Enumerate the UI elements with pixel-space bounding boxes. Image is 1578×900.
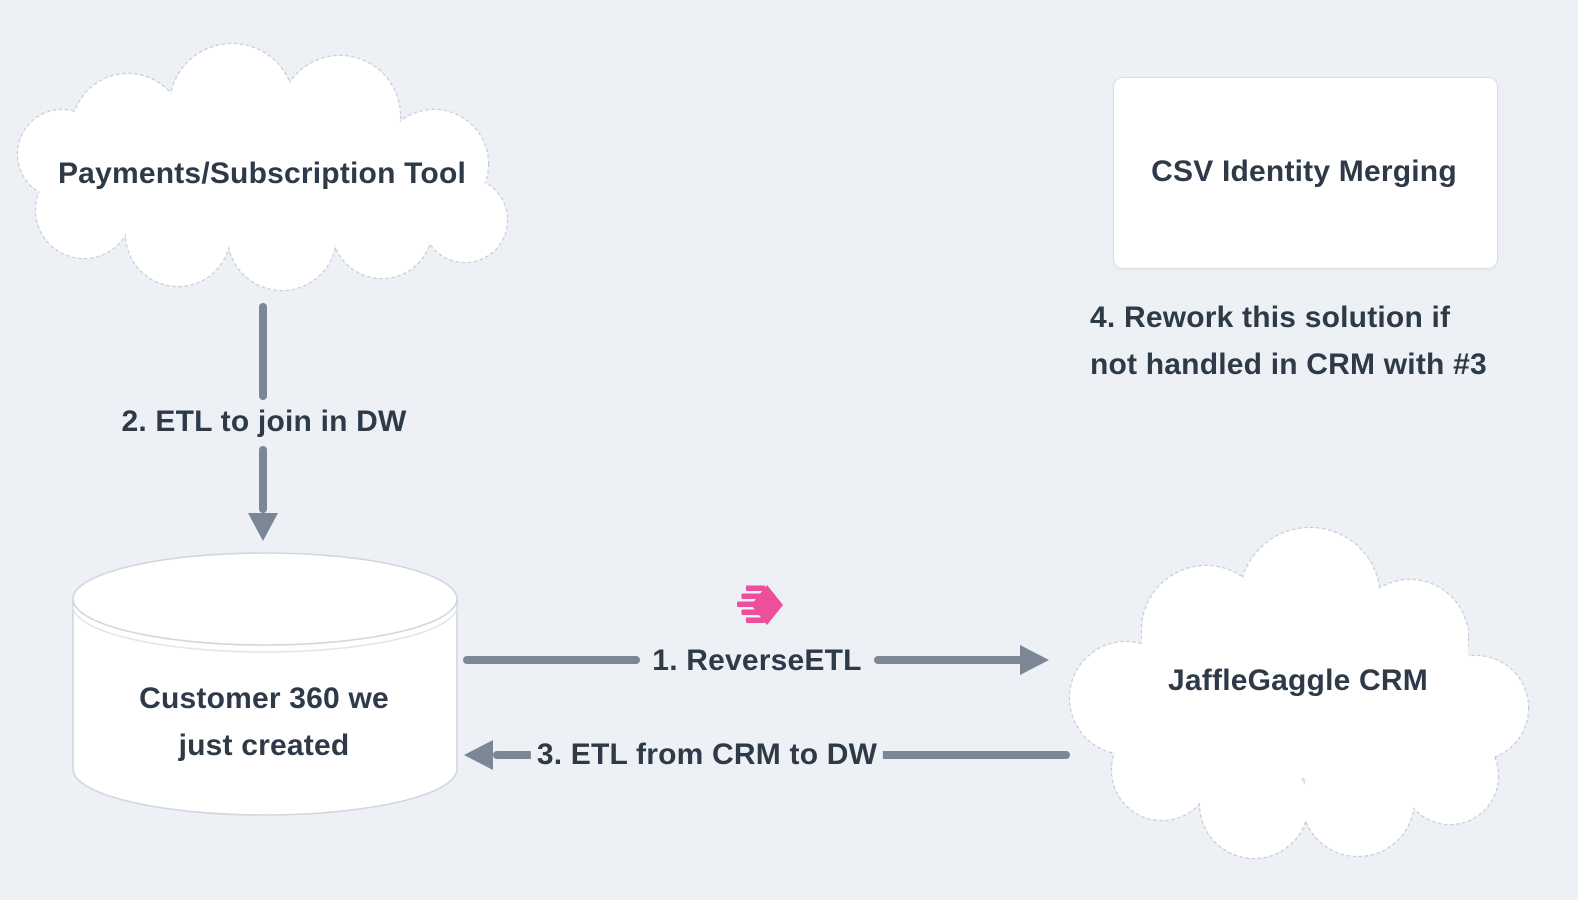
cloud-shape-icon [1068, 526, 1530, 860]
database-cylinder-icon [72, 552, 458, 816]
arrowhead-right-icon [1020, 645, 1049, 675]
node-customer360-database [71, 551, 459, 819]
customer360-label-line1: Customer 360 we [139, 682, 389, 715]
node-payments-cloud [10, 42, 510, 294]
rework-note-line1: 4. Rework this solution if [1090, 301, 1451, 334]
customer360-database-label: Customer 360 we just created [139, 675, 389, 769]
csv-identity-box-label: CSV Identity Merging [1151, 155, 1457, 188]
arrowhead-left-icon [464, 740, 493, 770]
crm-cloud-label: JaffleGaggle CRM [1168, 664, 1428, 697]
rework-note-line2: not handled in CRM with #3 [1090, 348, 1487, 381]
arrow-etl-to-join [248, 303, 278, 541]
node-crm-cloud [1058, 518, 1536, 866]
payments-cloud-label: Payments/Subscription Tool [57, 157, 467, 190]
node-csv-identity-box [1113, 77, 1498, 269]
customer360-label-line2: just created [178, 729, 350, 762]
edge-label-etl-from-crm: 3. ETL from CRM to DW [530, 738, 884, 772]
reverse-etl-logo-icon [737, 585, 783, 625]
edge-label-etl-to-join: 2. ETL to join in DW [115, 405, 413, 439]
cloud-shape-icon [16, 42, 509, 292]
arrow-reverse-etl [463, 645, 1049, 675]
rework-note: 4. Rework this solution if not handled i… [1090, 294, 1487, 388]
arrowhead-down-icon [248, 513, 278, 541]
edge-label-reverse-etl: 1. ReverseETL [646, 644, 868, 678]
